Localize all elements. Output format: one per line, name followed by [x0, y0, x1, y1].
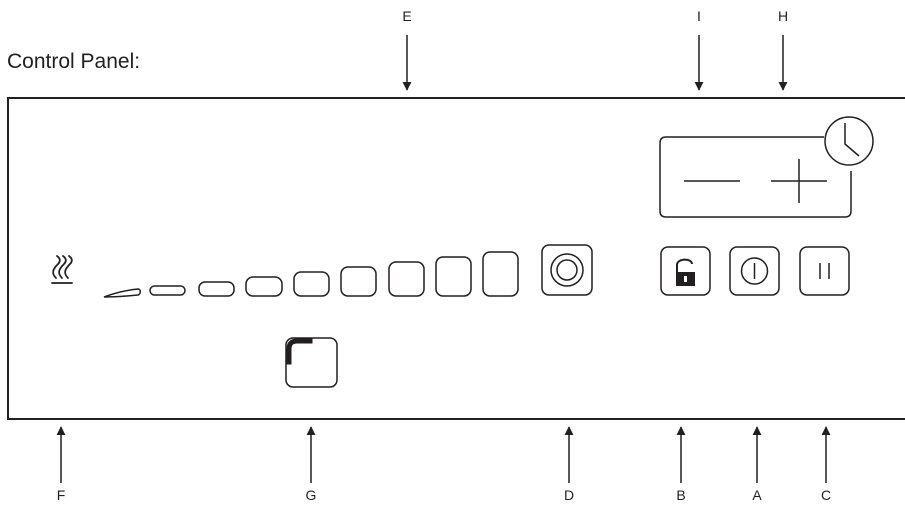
- callout-label-e: E: [402, 8, 412, 24]
- callout-label-d: D: [563, 487, 575, 503]
- booster-button[interactable]: [541, 244, 593, 296]
- lock-icon: [676, 258, 693, 272]
- page-title: Control Panel:: [7, 50, 141, 73]
- lock-button[interactable]: [660, 246, 711, 296]
- timer-control: [659, 116, 874, 218]
- callout-label-c: C: [820, 487, 832, 503]
- callout-label-b: B: [676, 487, 686, 503]
- callout-label-i: I: [697, 8, 701, 24]
- pause-button[interactable]: [799, 246, 850, 296]
- power-level-key-9[interactable]: [482, 251, 519, 297]
- timer-plus-button[interactable]: [771, 159, 827, 203]
- callout-label-a: A: [752, 487, 762, 503]
- power-level-key-5[interactable]: [293, 271, 330, 297]
- panel-outline: [7, 97, 905, 420]
- callout-label-h: H: [777, 8, 789, 24]
- bridge-zone-icon: [286, 338, 313, 365]
- power-button[interactable]: [729, 246, 780, 296]
- power-level-key-7[interactable]: [388, 261, 425, 297]
- power-level-slider[interactable]: [103, 251, 519, 298]
- timer-box-outline: [659, 136, 852, 218]
- power-level-key-2[interactable]: [149, 285, 186, 296]
- pause-icon: [819, 263, 830, 279]
- power-level-key-3[interactable]: [198, 281, 235, 297]
- power-level-key-1[interactable]: [103, 288, 141, 298]
- power-level-key-6[interactable]: [340, 266, 377, 297]
- power-icon: [740, 257, 769, 285]
- clock-icon: [824, 116, 874, 166]
- power-level-key-8[interactable]: [435, 256, 472, 297]
- booster-icon: [550, 253, 584, 287]
- bridge-zone-button[interactable]: [285, 337, 338, 388]
- callout-label-f: F: [56, 487, 66, 503]
- heat-waves-icon: [51, 255, 73, 284]
- power-level-key-4[interactable]: [245, 276, 283, 297]
- callout-label-g: G: [305, 487, 317, 503]
